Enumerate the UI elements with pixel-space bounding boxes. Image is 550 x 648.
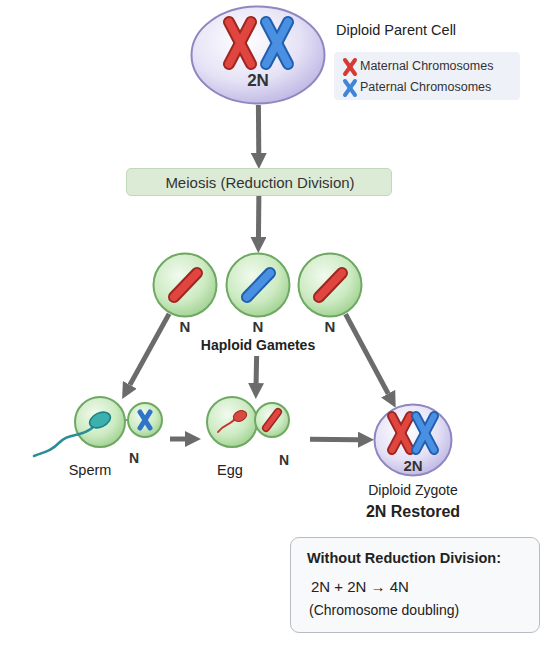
- process-band: Meiosis (Reduction Division): [126, 168, 392, 196]
- node-text: Egg: [208, 462, 252, 479]
- note-box: Without Reduction Division: 2N + 2N → 4N (…: [290, 537, 540, 633]
- flow-arrow: [256, 196, 261, 237]
- sperm-cell: Sperm N: [30, 398, 170, 480]
- node-text: N: [276, 452, 292, 468]
- egg-illustration: [207, 397, 289, 447]
- egg-cell: Egg N: [200, 398, 310, 480]
- node-text: Without Reduction Division:: [307, 550, 532, 567]
- node-text: Diploid Parent Cell: [336, 22, 536, 39]
- node-text: N: [250, 318, 266, 335]
- node-text: Meiosis (Reduction Division): [127, 174, 393, 191]
- flow-arrow: [170, 437, 185, 442]
- legend-chromosome-icon: [345, 60, 355, 95]
- gamete-cell: N: [152, 252, 218, 318]
- node-text: Diploid Zygote: [333, 482, 493, 498]
- sperm-illustration: [34, 397, 162, 456]
- gamete-cell: N: [225, 252, 291, 318]
- zygote-cell: 2NDiploid Zygote2N Restored: [373, 403, 453, 477]
- legend-text: Maternal Chromosomes: [360, 59, 520, 73]
- node-text: Sperm: [60, 462, 120, 479]
- flow-arrow: [346, 314, 389, 394]
- cell-outline: [152, 252, 218, 318]
- legend-text: Paternal Chromosomes: [360, 80, 520, 94]
- cell-outline: [225, 252, 291, 318]
- node-text: 2N: [373, 457, 453, 474]
- node-text: 2N Restored: [328, 503, 498, 521]
- gamete-cell: N: [297, 252, 363, 318]
- node-text: N: [126, 450, 142, 466]
- node-text: N: [177, 318, 193, 335]
- node-text: 2N + 2N → 4N: [311, 578, 531, 595]
- node-text: N: [322, 318, 338, 335]
- cell-outline: [297, 252, 363, 318]
- node-text: (Chromosome doubling): [309, 602, 529, 618]
- flow-arrow: [130, 314, 169, 385]
- flow-arrow: [310, 437, 358, 442]
- section-label: Haploid Gametes: [196, 334, 320, 356]
- node-text: 2N: [190, 71, 326, 91]
- parent-cell: 2NDiploid Parent Cell: [190, 5, 326, 105]
- flow-arrow: [256, 105, 261, 153]
